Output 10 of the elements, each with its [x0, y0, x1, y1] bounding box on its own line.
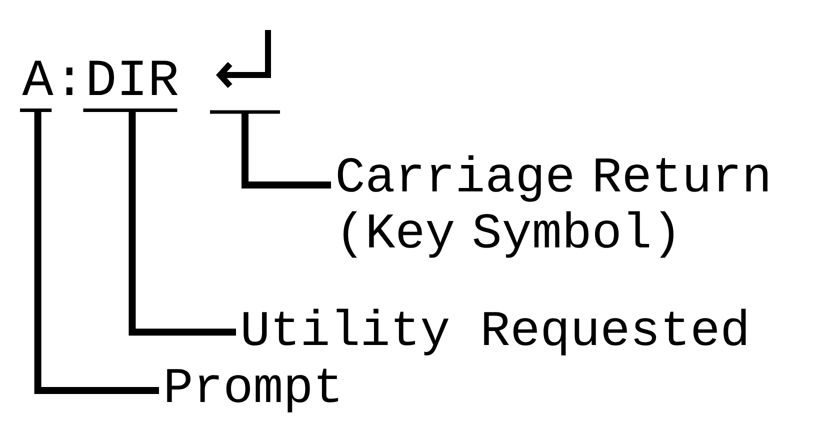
callout-label: Prompt: [167, 368, 338, 412]
command-text: :: [66, 68, 72, 95]
callout-label: Utility Requested: [244, 308, 746, 356]
leader-line: [128, 110, 236, 336]
callout-label: Carriage Return (Key Symbol): [338, 155, 768, 258]
return-key-symbol: [210, 30, 280, 114]
command-text: DIR: [90, 60, 178, 95]
command-text: A: [22, 60, 54, 95]
leader-line: [242, 112, 331, 188]
leader-line: [34, 110, 159, 394]
